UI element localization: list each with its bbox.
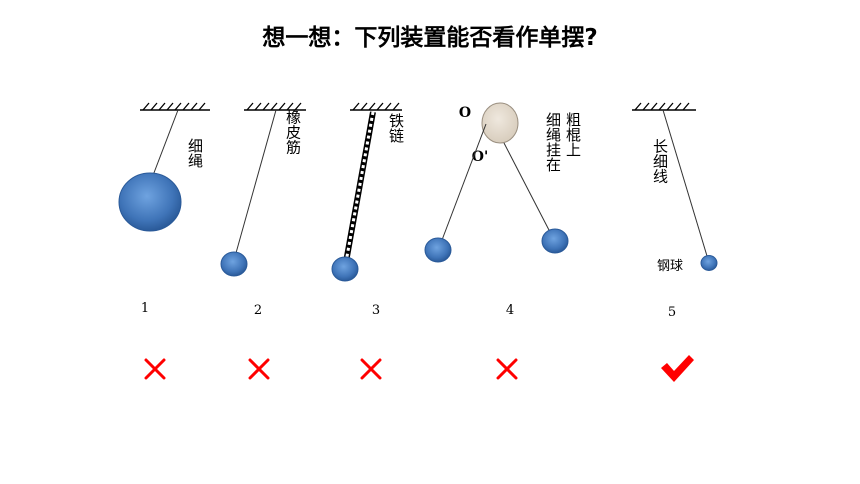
mark-2-wrong [248, 358, 270, 380]
pendulum-4: O O' 粗棍上 细绳挂在 4 [424, 102, 582, 318]
mark-5-correct [661, 355, 694, 382]
ball-label-5: 钢球 [657, 259, 683, 274]
label-3: 铁链 [387, 113, 405, 143]
number-2: 2 [254, 303, 262, 318]
ball-4-left [424, 237, 452, 263]
string-1 [151, 109, 179, 179]
page-title: 想一想：下列装置能否看作单摆? [262, 25, 598, 51]
ball-1 [118, 172, 182, 232]
ceiling-1 [140, 102, 210, 111]
label-1: 细绳 [186, 138, 204, 168]
pendulum-3: 铁链 3 [331, 102, 405, 318]
ceiling-5 [632, 102, 696, 111]
chain-3 [343, 111, 376, 263]
pendulum-1: 细绳 1 [118, 102, 210, 316]
mark-1-wrong [144, 358, 166, 380]
label-4-col2: 细绳挂在 [544, 112, 562, 172]
mark-3-wrong [360, 358, 382, 380]
rod-4 [481, 102, 519, 144]
ball-3 [331, 256, 359, 282]
string-4-right [503, 142, 551, 233]
label-5: 长细线 [651, 139, 669, 184]
pivot-o2-label: O' [472, 149, 488, 165]
ball-4-right [541, 228, 569, 254]
label-2: 橡皮筋 [284, 110, 302, 156]
string-5 [662, 109, 708, 257]
ball-2 [220, 251, 248, 277]
ball-5 [700, 255, 718, 271]
ceiling-3 [350, 102, 402, 111]
number-5: 5 [668, 305, 676, 320]
string-2 [235, 109, 277, 254]
pendulum-5: 长细线 钢球 5 [632, 102, 718, 320]
mark-4-wrong [496, 358, 518, 380]
label-4-col1: 粗棍上 [564, 112, 582, 157]
pivot-o-label: O [459, 105, 471, 121]
ceiling-2 [244, 102, 306, 111]
number-3: 3 [372, 303, 380, 318]
number-4: 4 [506, 303, 514, 318]
number-1: 1 [141, 301, 149, 316]
pendulum-2: 橡皮筋 2 [220, 102, 306, 318]
string-4-left [441, 123, 487, 241]
